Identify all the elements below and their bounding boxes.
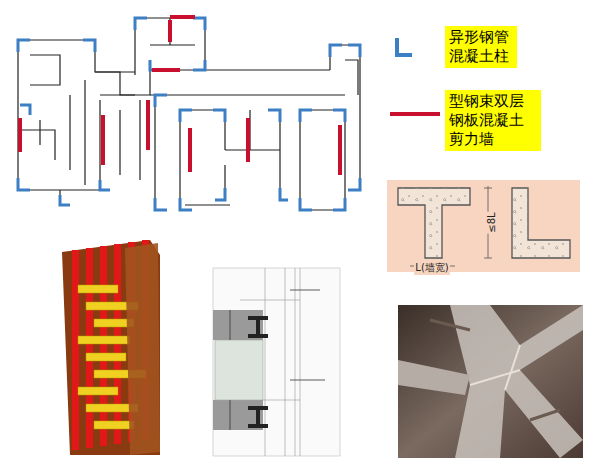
section-drawing [213, 268, 340, 456]
dimension-label: ≤8L [486, 211, 497, 233]
legend-sample-column [397, 38, 412, 55]
legend-text: 型钢束双层钢板混凝土剪力墙 [445, 90, 541, 151]
joint-photo [398, 305, 583, 458]
l-section [512, 188, 570, 258]
legend-sample-wall [390, 112, 440, 116]
section-panel [387, 180, 580, 272]
floor-plan [18, 18, 360, 210]
dimension-label: L(墙宽) [414, 261, 449, 275]
t-section [398, 188, 470, 258]
wall-3d-render [62, 240, 160, 455]
legend-text: 异形钢管混凝土柱 [445, 26, 517, 68]
shear-wall [20, 17, 340, 175]
steel-tube-column [18, 18, 360, 210]
